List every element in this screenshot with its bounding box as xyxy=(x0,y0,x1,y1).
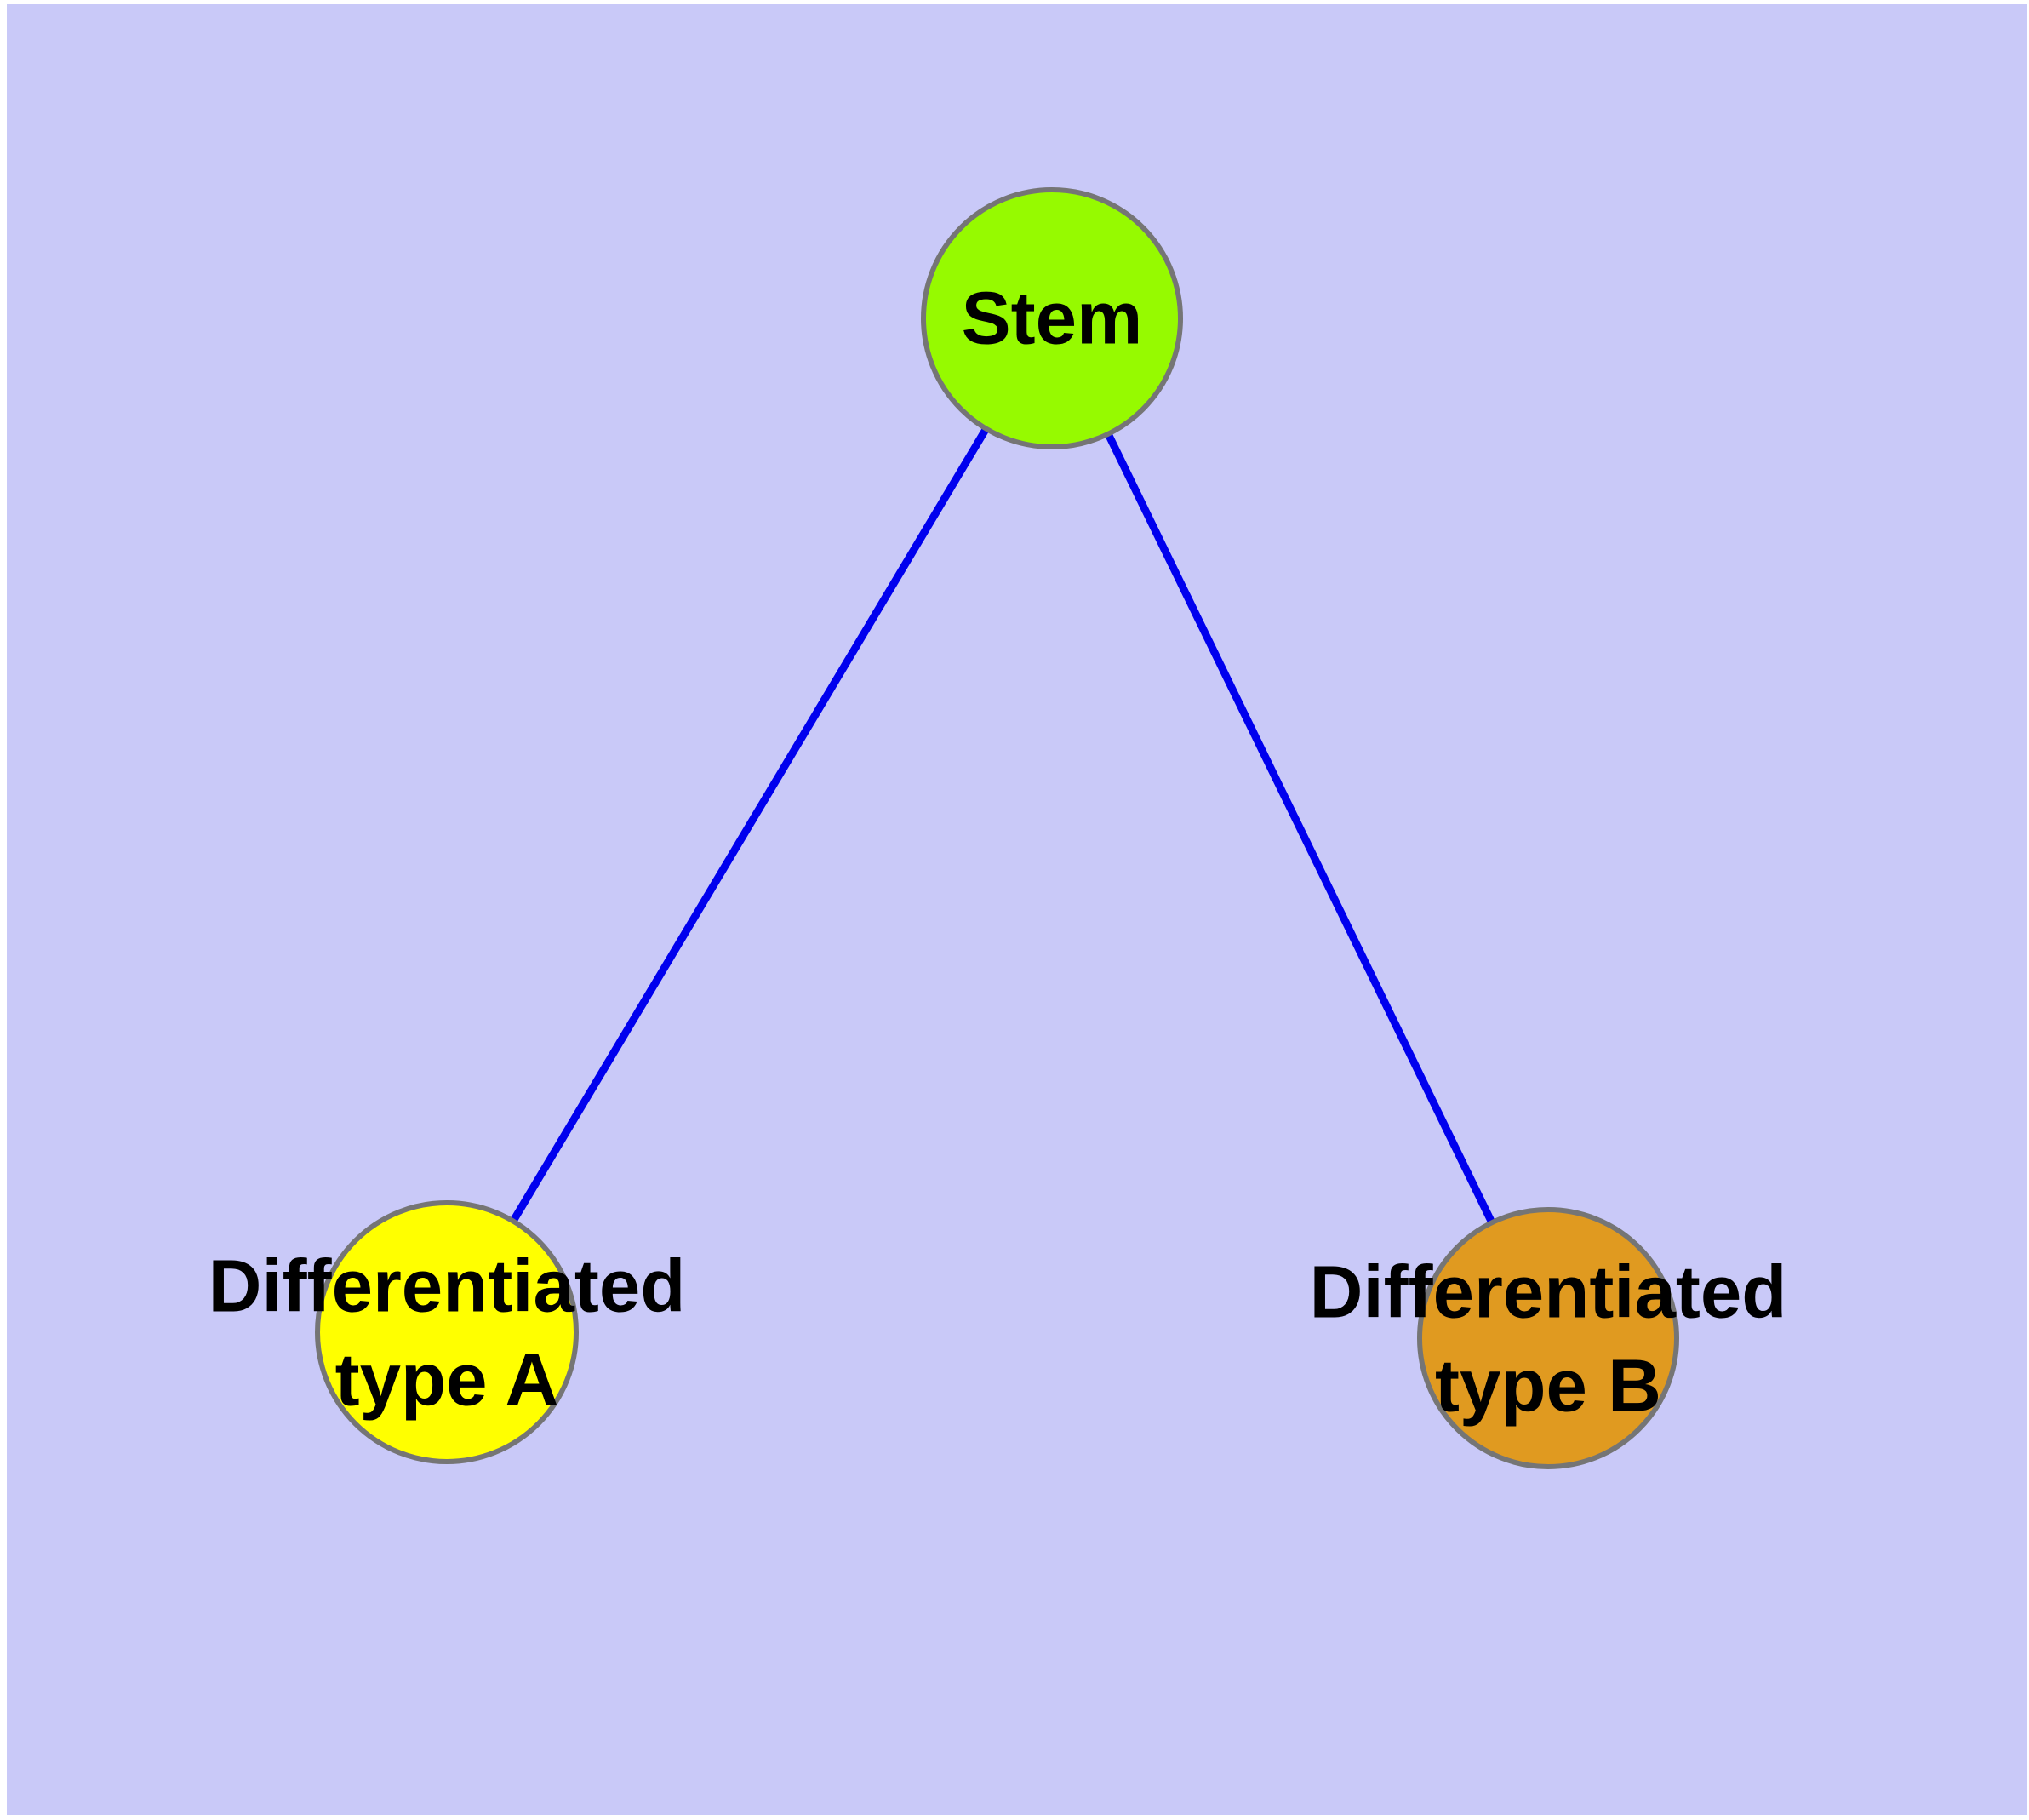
type-a-node xyxy=(315,1200,579,1464)
type-b-node xyxy=(1417,1207,1679,1469)
edge-stem-to-type-a xyxy=(443,316,1055,1335)
type-a-node-label-line1: Differentiated xyxy=(209,1245,686,1328)
stem-node xyxy=(921,187,1183,449)
type-b-node-label-line2: type B xyxy=(1435,1345,1661,1428)
type-b-node-label-line1: Differentiated xyxy=(1310,1251,1787,1334)
edge-stem-to-type-b xyxy=(1048,317,1552,1340)
type-a-node-label-line2: type A xyxy=(335,1339,559,1422)
stem-node-label: Stem xyxy=(962,278,1143,360)
